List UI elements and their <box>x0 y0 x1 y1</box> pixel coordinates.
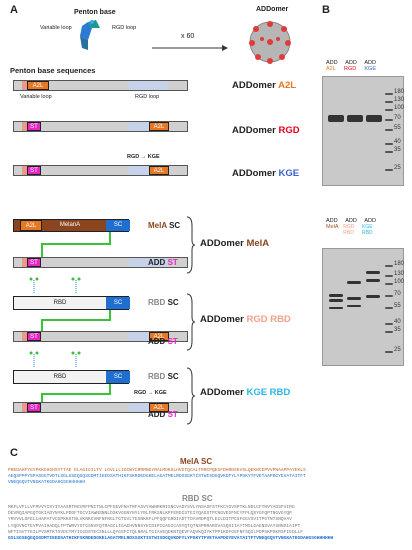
rbd-sc-label-1: RBD SC <box>148 298 179 307</box>
rbd-sc-bar-2: RBD SC <box>13 370 130 384</box>
rbd-sc-bar-1: RBD SC <box>13 296 130 310</box>
addomer-title: ADDomer <box>256 6 289 13</box>
construct-label-a2l: ADDomer A2L <box>232 80 297 91</box>
penton-base-icon <box>80 20 100 50</box>
arrow-icon <box>152 45 228 51</box>
brace-2 <box>186 293 196 351</box>
penton-bar-a2l: A2L <box>13 80 188 91</box>
linker-line-1 <box>41 232 111 258</box>
construct-label-rgd: ADDomer RGD <box>232 125 300 136</box>
rgd-loop-label-2: RGD loop <box>135 94 160 100</box>
mela-sc-bar: A2L MelanA SC <box>13 219 130 232</box>
linker-line-2 <box>41 310 111 332</box>
add-st-bar-2: ST A2L <box>13 331 188 342</box>
gel-2: 180 130 100 70 55 40 35 25 <box>322 248 404 366</box>
mela-sequence: PREDAHFYGYPKKGHGHSYTTAE ELAGIGILTV LGVLL… <box>8 468 306 486</box>
add-st-label-2: ADD ST <box>148 337 178 346</box>
mela-sc-title: MelA SC <box>180 457 213 466</box>
mela-sc-label: MelA SC <box>148 221 181 230</box>
penton-bar-kge: ST A2L <box>13 165 188 176</box>
panel-c-label: C <box>10 447 18 459</box>
gel-1: 180 130 100 70 55 40 35 25 <box>322 76 404 186</box>
add-st-label-1: ADD ST <box>148 258 178 267</box>
x60-label: x 60 <box>181 33 195 40</box>
penton-base-title: Penton base <box>74 9 116 16</box>
addomer-kge-rbd-label: ADDomer KGE RBD <box>200 387 291 398</box>
variable-loop-label-2: Variable loop <box>20 94 52 100</box>
variable-loop-label: Variable loop <box>40 25 72 31</box>
rbd-sc-title: RBD SC <box>182 494 213 503</box>
penton-bar-rgd: ST A2L <box>13 121 188 132</box>
rbd-sc-label-2: RBD SC <box>148 372 179 381</box>
addomer-particle-icon <box>249 21 291 64</box>
construct-label-kge: ADDomer KGE <box>232 168 300 179</box>
add-st-bar-1: ST <box>13 257 188 268</box>
addomer-rgd-rbd-label: ADDomer RGD RBD <box>200 314 291 325</box>
brace-1 <box>186 216 196 274</box>
rgd-loop-label: RGD loop <box>112 25 137 31</box>
rgd-kge-label-1: RGD → KGE <box>127 154 160 160</box>
add-st-label-3: ADD ST <box>148 410 178 419</box>
rbd-sequence: MKFLVFLLVFMVVYISYIYAASRTRGVRFPNITNLCPFGE… <box>8 505 334 542</box>
glycan-icon-1 <box>29 277 81 294</box>
panel-b-label: B <box>322 4 330 16</box>
rgd-kge-label-2: RGD → KGE <box>134 390 167 396</box>
glycan-icon-2 <box>29 351 81 368</box>
section-title: Penton base sequences <box>10 66 96 75</box>
panel-a-label: A <box>10 4 18 16</box>
add-st-bar-3: ST A2L <box>13 402 188 413</box>
linker-line-3 <box>41 384 111 406</box>
brace-3 <box>186 367 196 425</box>
addomer-mela-label: ADDomer MelA <box>200 238 270 249</box>
